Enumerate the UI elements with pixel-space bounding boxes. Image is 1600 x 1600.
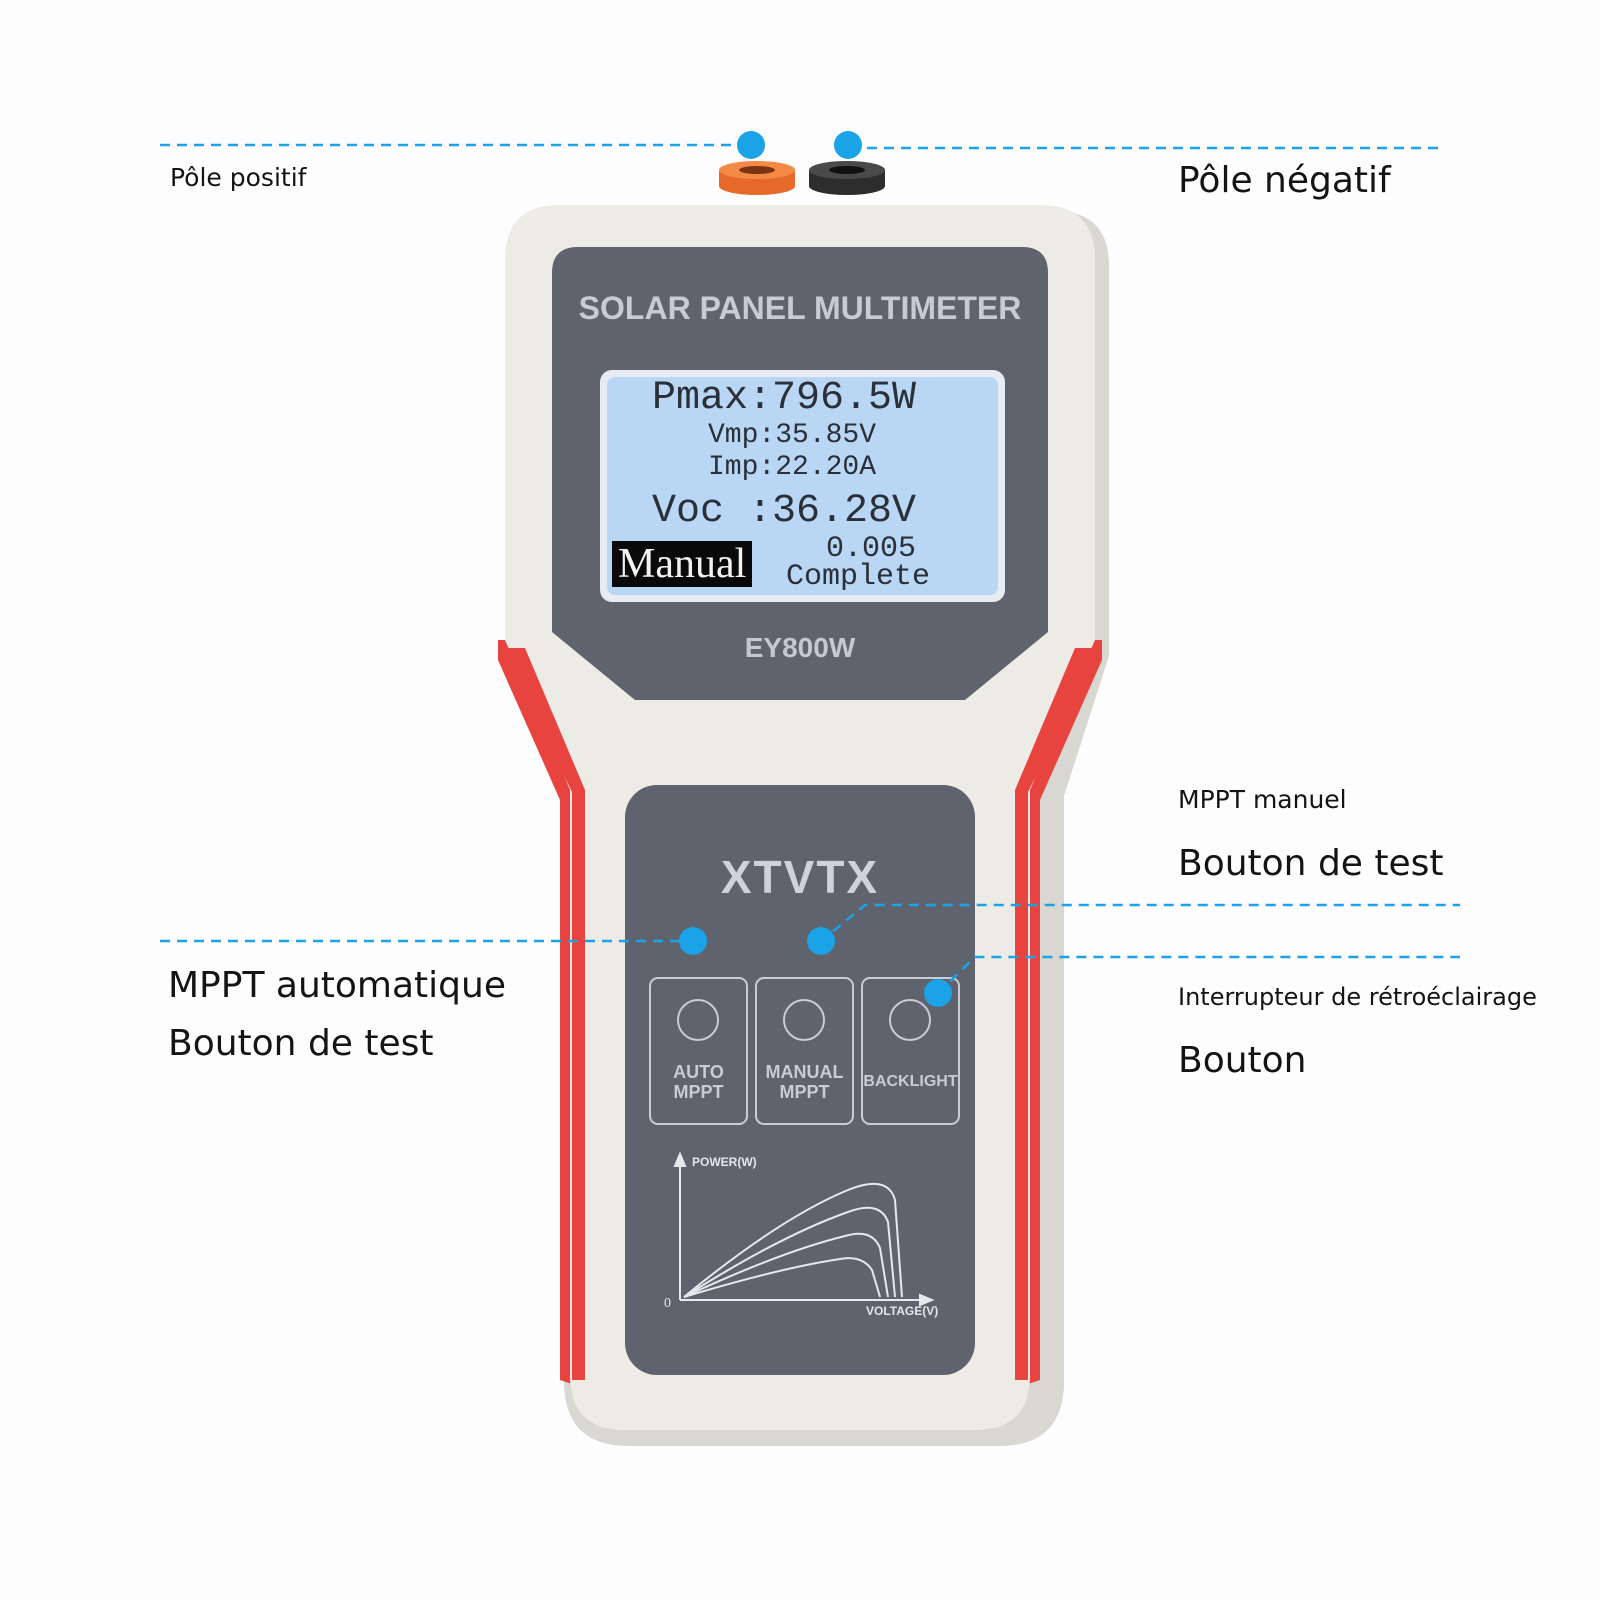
callout-negative-pole: Pôle négatif (1178, 160, 1391, 201)
positive-terminal (719, 161, 795, 195)
callout-manual-mppt-line1: MPPT manuel (1178, 785, 1347, 814)
brand-logo: XTVTX (720, 851, 880, 903)
lcd-imp: Imp:22.20A (708, 452, 877, 483)
lcd-vmp: Vmp:35.85V (708, 420, 877, 451)
lcd-screen (607, 377, 998, 595)
lcd-mode-indicator: Manual (612, 541, 753, 587)
lcd-pmax: Pmax:796.5W (652, 376, 917, 421)
lcd-voc: Voc :36.28V (652, 489, 917, 534)
model-label: EY800W (744, 632, 856, 663)
callout-positive-pole: Pôle positif (170, 163, 307, 192)
lcd-status: Complete (786, 560, 931, 594)
negative-terminal (809, 161, 885, 195)
callout-backlight-line2: Bouton (1178, 1040, 1307, 1081)
callout-manual-mppt-line2: Bouton de test (1178, 843, 1444, 884)
backlight-button: BACKLIGHT (863, 1073, 958, 1090)
manual-mppt-button: MANUAL MPPT (765, 1062, 844, 1102)
control-panel (625, 785, 975, 1375)
graph-y-label: POWER(W) (692, 1155, 757, 1169)
lcd-value: 0.005 (826, 532, 917, 566)
callout-backlight-line1: Interrupteur de rétroéclairage (1178, 983, 1537, 1011)
device-header: SOLAR PANEL MULTIMETER (578, 290, 1022, 326)
graph-origin: 0 (664, 1296, 671, 1311)
callout-auto-mppt-line1: MPPT automatique (168, 965, 506, 1006)
graph-x-label: VOLTAGE(V) (866, 1304, 939, 1318)
callout-lines (160, 143, 1460, 994)
auto-mppt-button: AUTO MPPT (673, 1062, 724, 1102)
callout-dots (679, 131, 952, 1007)
callout-auto-mppt-line2: Bouton de test (168, 1023, 434, 1064)
power-voltage-graph (673, 1151, 935, 1307)
